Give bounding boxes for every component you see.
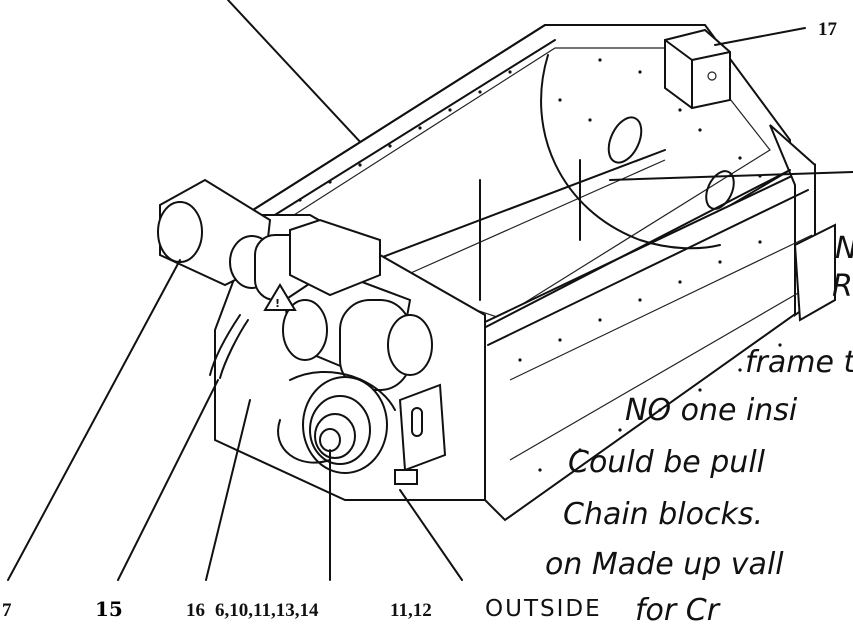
- motor-left: [157, 178, 311, 301]
- note-line-2: R: [832, 269, 853, 304]
- callout-17: 17: [818, 19, 838, 40]
- note-line-8-rest: for Cr: [635, 593, 721, 628]
- rivet-dots: [298, 58, 782, 472]
- leader-lines: [7, 27, 853, 581]
- callout-11-12: 11,12: [390, 600, 432, 621]
- motor-right: [282, 268, 433, 391]
- callout-6-10-11-13-14: 6,10,11,13,14: [215, 600, 319, 621]
- handwritten-note: N R frame t NO one insi Could be pull Ch…: [485, 231, 853, 628]
- note-line-1: N: [835, 231, 853, 266]
- note-line-3: frame t: [745, 345, 853, 380]
- pulley-stack: [302, 376, 388, 474]
- note-line-8-caps: OUTSIDE: [485, 596, 602, 622]
- callout-16: 16: [186, 600, 205, 621]
- note-line-6: Chain blocks.: [563, 497, 763, 532]
- drive-unit: !: [157, 178, 486, 501]
- svg-text:!: !: [275, 297, 280, 310]
- callout-7: 7: [2, 600, 12, 621]
- note-line-5: Could be pull: [568, 445, 766, 480]
- callout-15: 15: [95, 597, 123, 621]
- note-line-4: NO one insi: [625, 393, 798, 428]
- note-line-7: on Made up vall: [545, 547, 784, 582]
